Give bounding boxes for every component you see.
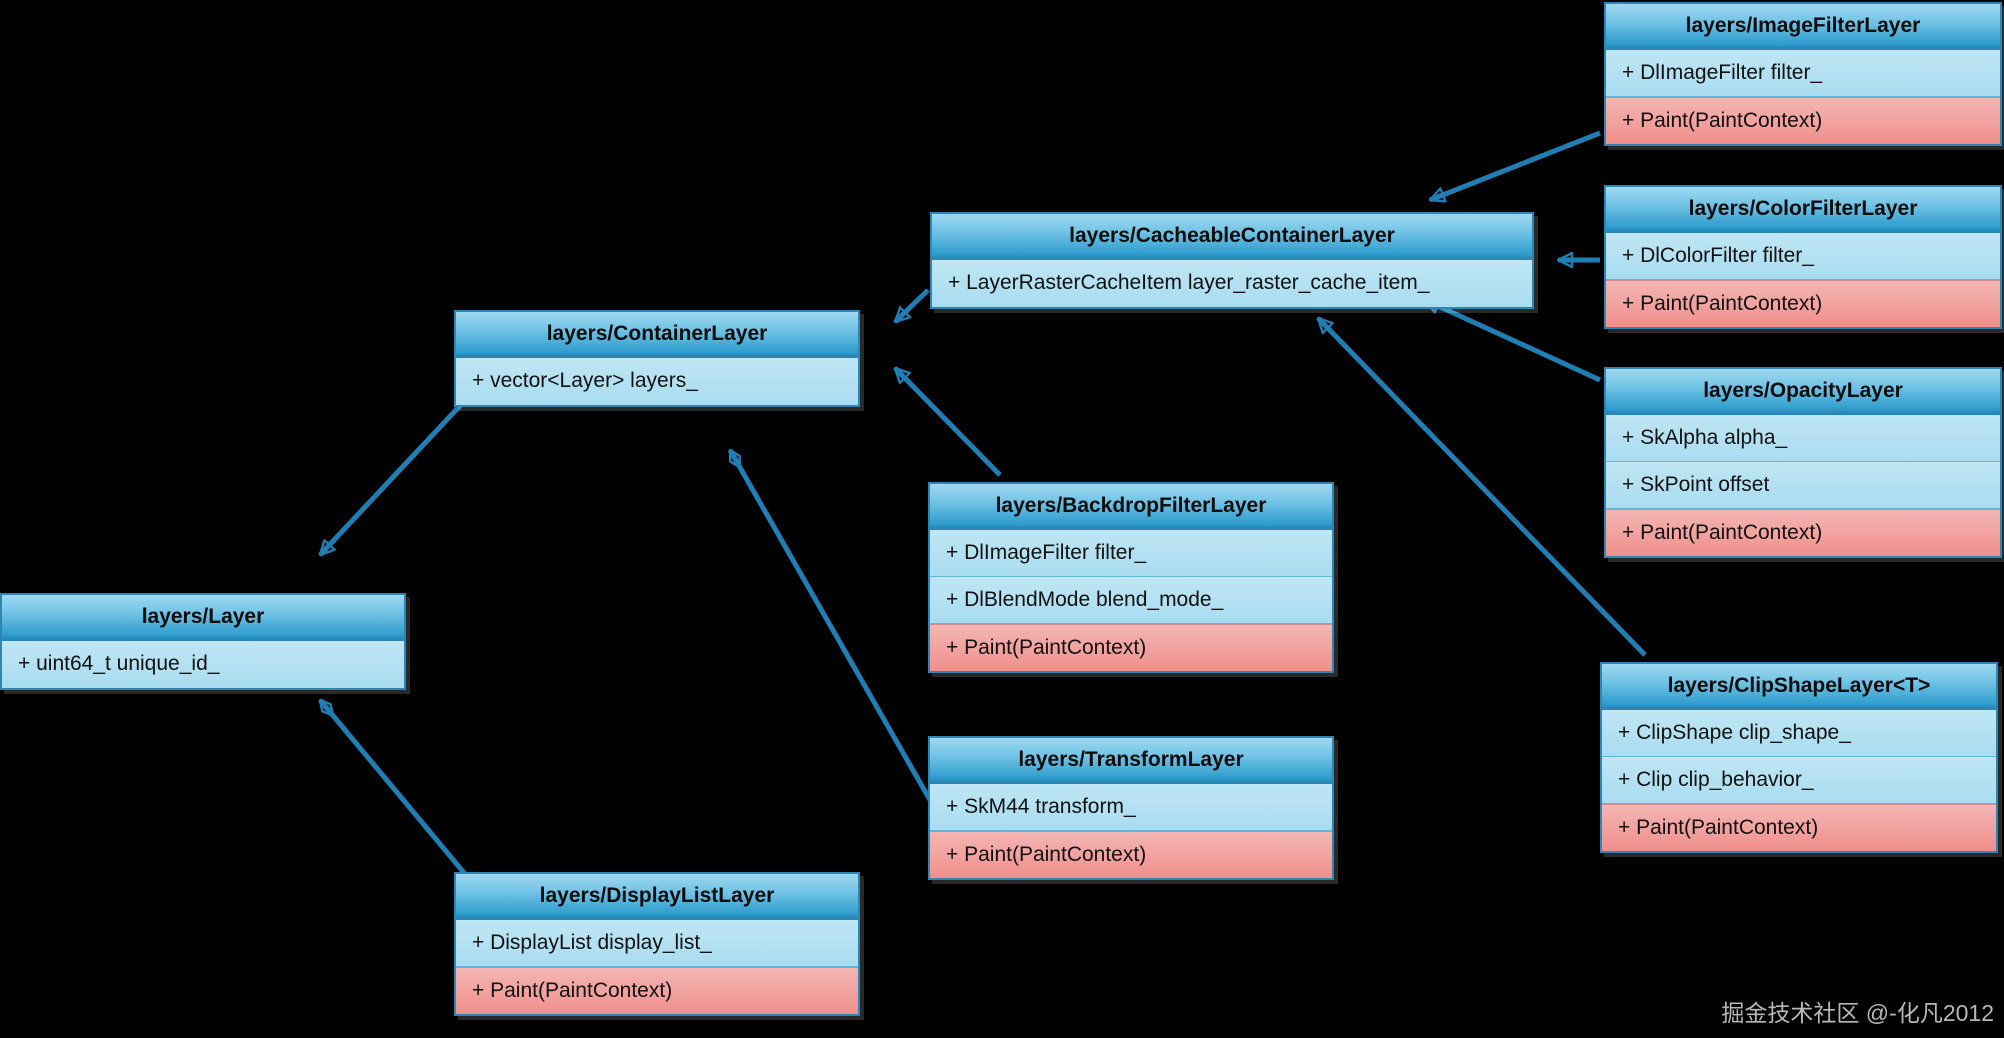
class-attribute: + SkPoint offset	[1606, 462, 2000, 509]
class-method: + Paint(PaintContext)	[1606, 280, 2000, 327]
class-title: layers/ColorFilterLayer	[1606, 187, 2000, 233]
class-attribute: + DlBlendMode blend_mode_	[930, 577, 1332, 624]
class-title: layers/Layer	[2, 595, 404, 641]
class-box-cacheable-container-layer[interactable]: layers/CacheableContainerLayer + LayerRa…	[930, 212, 1534, 309]
class-box-opacity-layer[interactable]: layers/OpacityLayer + SkAlpha alpha_ + S…	[1604, 367, 2002, 558]
class-method: + Paint(PaintContext)	[1602, 804, 1996, 851]
class-title: layers/CacheableContainerLayer	[932, 214, 1532, 260]
class-attribute: + LayerRasterCacheItem layer_raster_cach…	[932, 260, 1532, 307]
class-method: + Paint(PaintContext)	[1606, 97, 2000, 144]
class-title: layers/DisplayListLayer	[456, 874, 858, 920]
watermark: 掘金技术社区 @-化凡2012	[1721, 1000, 1994, 1026]
class-attribute: + vector<Layer> layers_	[456, 358, 858, 405]
edge-container-to-layer	[320, 393, 472, 555]
class-title: layers/ContainerLayer	[456, 312, 858, 358]
class-title: layers/ImageFilterLayer	[1606, 4, 2000, 50]
edge-cacheable-to-container	[895, 288, 930, 322]
class-attribute: + SkAlpha alpha_	[1606, 415, 2000, 462]
class-box-image-filter-layer[interactable]: layers/ImageFilterLayer + DlImageFilter …	[1604, 2, 2002, 146]
edge-backdrop-to-container	[895, 368, 1002, 477]
class-attribute: + uint64_t unique_id_	[2, 641, 404, 688]
class-method: + Paint(PaintContext)	[456, 967, 858, 1014]
class-box-color-filter-layer[interactable]: layers/ColorFilterLayer + DlColorFilter …	[1604, 185, 2002, 329]
class-title: layers/TransformLayer	[930, 738, 1332, 784]
edge-displaylist-to-layer	[318, 700, 472, 882]
class-attribute: + DlImageFilter filter_	[930, 530, 1332, 577]
class-box-display-list-layer[interactable]: layers/DisplayListLayer + DisplayList di…	[454, 872, 860, 1016]
class-method: + Paint(PaintContext)	[930, 624, 1332, 671]
class-attribute: + DlColorFilter filter_	[1606, 233, 2000, 280]
class-title: layers/ClipShapeLayer<T>	[1602, 664, 1996, 710]
edge-imagefilter-to-cacheable	[1430, 130, 1601, 200]
class-attribute: + ClipShape clip_shape_	[1602, 710, 1996, 757]
class-attribute: + SkM44 transform_	[930, 784, 1332, 831]
class-method: + Paint(PaintContext)	[1606, 509, 2000, 556]
edge-opacity-to-cacheable	[1425, 297, 1602, 383]
class-box-clip-shape-layer[interactable]: layers/ClipShapeLayer<T> + ClipShape cli…	[1600, 662, 1998, 853]
class-box-layer[interactable]: layers/Layer + uint64_t unique_id_	[0, 593, 406, 690]
edge-clipshape-to-cacheable	[1318, 318, 1647, 657]
class-box-backdrop-filter-layer[interactable]: layers/BackdropFilterLayer + DlImageFilt…	[928, 482, 1334, 673]
class-attribute: + DlImageFilter filter_	[1606, 50, 2000, 97]
class-attribute: + Clip clip_behavior_	[1602, 757, 1996, 804]
class-box-transform-layer[interactable]: layers/TransformLayer + SkM44 transform_…	[928, 736, 1334, 880]
class-attribute: + DisplayList display_list_	[456, 920, 858, 967]
class-title: layers/BackdropFilterLayer	[930, 484, 1332, 530]
class-method: + Paint(PaintContext)	[930, 831, 1332, 878]
class-title: layers/OpacityLayer	[1606, 369, 2000, 415]
edge-transform-to-container	[727, 450, 933, 802]
class-box-container-layer[interactable]: layers/ContainerLayer + vector<Layer> la…	[454, 310, 860, 407]
